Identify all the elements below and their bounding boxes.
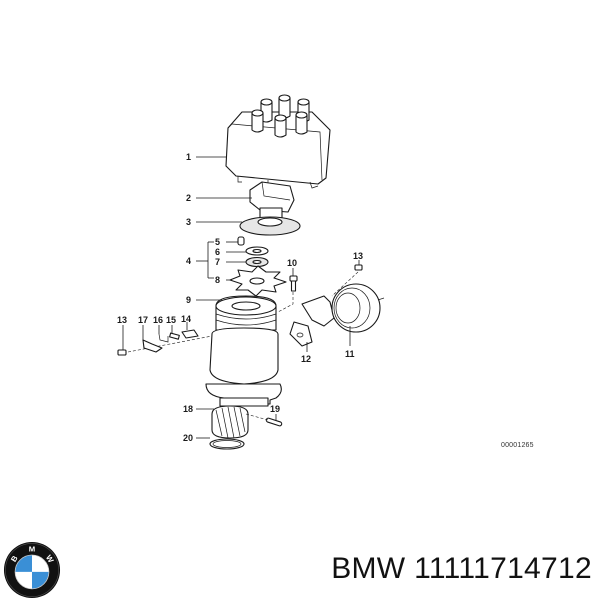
- exploded-parts-diagram: 1 2 3 4 5 6 7 8 9 10 11 12 13 13 14 15 1…: [117, 94, 385, 450]
- callout-4: 4: [186, 256, 191, 266]
- logo-letter-w: W: [44, 553, 56, 565]
- callout-8: 8: [215, 275, 220, 285]
- callout-9: 9: [186, 295, 191, 305]
- part-screw-10[interactable]: [289, 275, 298, 292]
- part-distributor-cap[interactable]: [225, 94, 331, 189]
- logo-letter-b: B: [9, 554, 20, 564]
- part-drive-gear[interactable]: [211, 405, 249, 439]
- callout-18: 18: [183, 404, 193, 414]
- part-distributor-housing: [205, 327, 282, 407]
- callout-5: 5: [215, 237, 220, 247]
- brand-name: BMW: [331, 552, 406, 585]
- part-trigger-wheel[interactable]: [229, 265, 287, 297]
- callout-1: 1: [186, 152, 191, 162]
- part-clip[interactable]: [158, 333, 169, 343]
- callout-13-right: 13: [353, 251, 363, 261]
- part-pin[interactable]: [265, 417, 283, 427]
- part-number: 11111714712: [414, 552, 592, 585]
- svg-text:B: B: [9, 554, 20, 564]
- part-screw-13-left[interactable]: [117, 349, 127, 356]
- callout-14: 14: [181, 314, 191, 324]
- callout-6: 6: [215, 247, 220, 257]
- part-dust-shield[interactable]: [239, 216, 301, 236]
- logo-quadrant-blue-tl: [15, 555, 33, 572]
- callout-11: 11: [345, 349, 355, 359]
- cap-towers: [251, 94, 310, 138]
- part-spacer[interactable]: [237, 236, 245, 246]
- part-plug[interactable]: [181, 329, 199, 339]
- part-screw-13-right[interactable]: [354, 264, 363, 271]
- svg-text:M: M: [29, 545, 35, 554]
- callout-7: 7: [215, 257, 220, 267]
- logo-letter-m: M: [29, 545, 35, 554]
- part-clamp[interactable]: [142, 339, 163, 353]
- part-vacuum-unit[interactable]: [301, 283, 385, 333]
- callout-15: 15: [166, 315, 176, 325]
- callout-13-left: 13: [117, 315, 127, 325]
- callout-3: 3: [186, 217, 191, 227]
- callout-2: 2: [186, 193, 191, 203]
- callout-19: 19: [270, 404, 280, 414]
- callout-12: 12: [301, 354, 311, 364]
- callout-17: 17: [138, 315, 148, 325]
- bmw-roundel-icon: B M W: [3, 541, 61, 599]
- callout-20: 20: [183, 433, 193, 443]
- part-o-ring[interactable]: [209, 438, 245, 450]
- drawing-number: 00001265: [501, 442, 534, 449]
- part-washer-6[interactable]: [245, 246, 269, 256]
- part-washer-7[interactable]: [245, 256, 269, 268]
- callout-10: 10: [287, 258, 297, 268]
- leader-lines: [122, 156, 360, 439]
- logo-quadrant-blue-br: [32, 571, 49, 589]
- part-bracket[interactable]: [289, 321, 313, 347]
- part-rotor[interactable]: [249, 181, 295, 223]
- part-caption: BMW 11111714712: [331, 552, 592, 586]
- callout-16: 16: [153, 315, 163, 325]
- svg-text:W: W: [44, 553, 56, 565]
- part-contact[interactable]: [169, 332, 180, 340]
- part-pickup-coil[interactable]: [215, 295, 277, 331]
- callout-labels: 1 2 3 4 5 6 7 8 9 10 11 12 13 13 14 15 1…: [117, 152, 363, 443]
